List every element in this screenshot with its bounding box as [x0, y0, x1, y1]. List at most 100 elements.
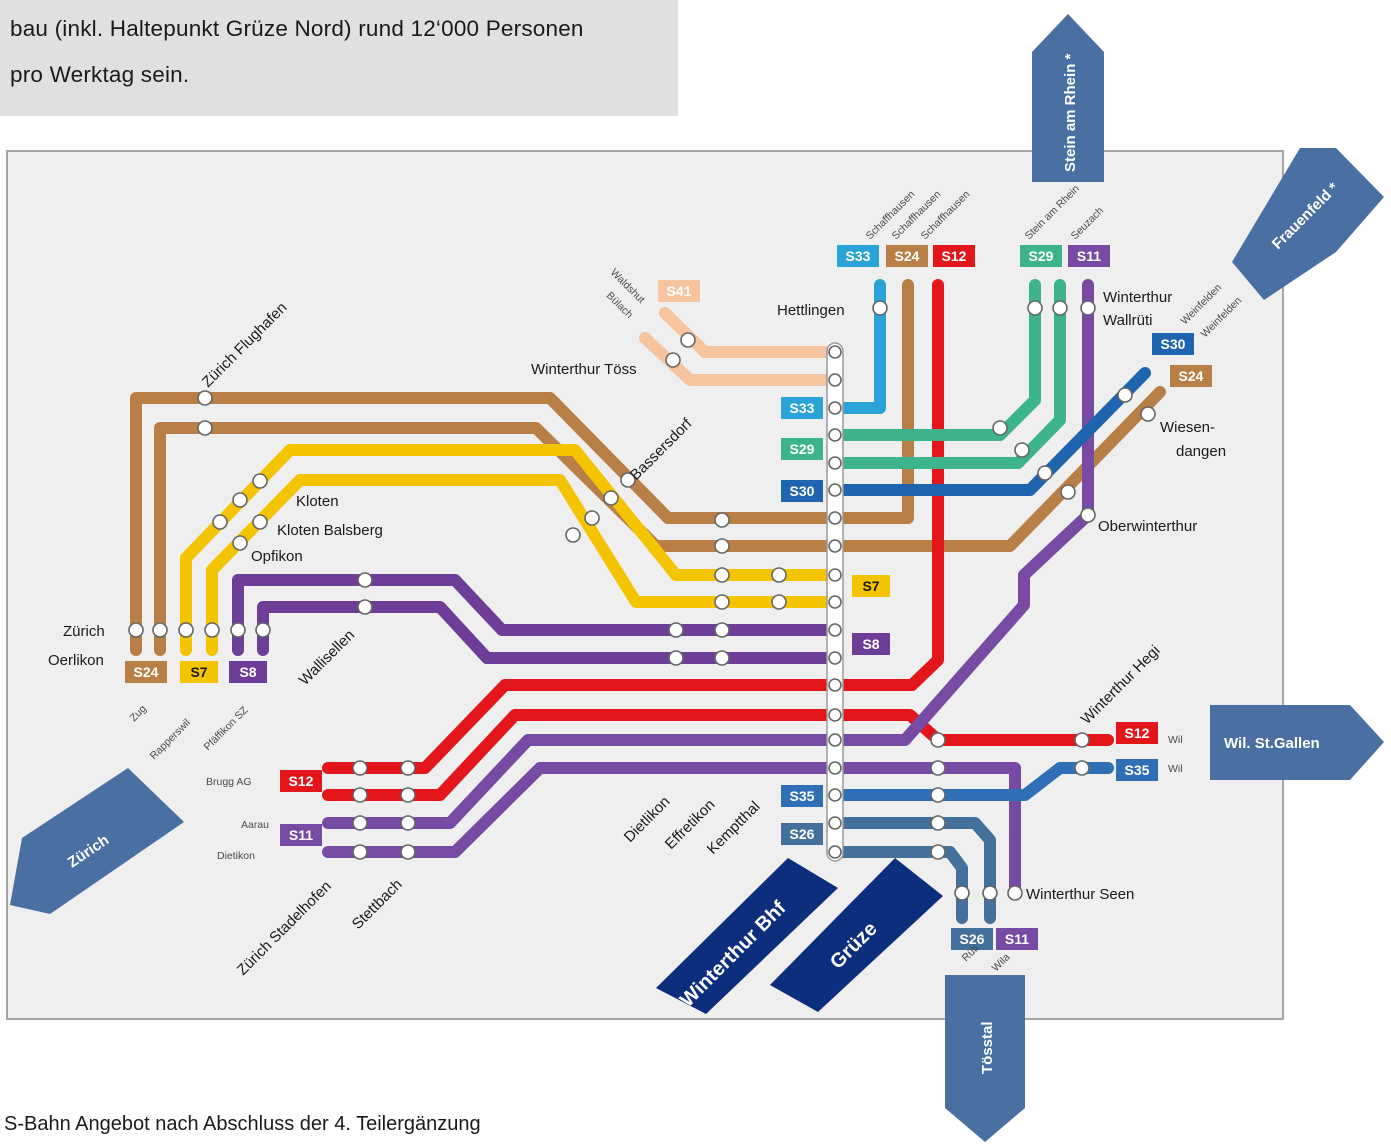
s7-lower-route: [206, 474, 841, 656]
station-dots: [128, 300, 1156, 901]
line-badge-s8: S8: [229, 661, 267, 683]
line-badge-label: S12: [1125, 725, 1150, 741]
station-winterthur-wallrueti-line1: Winterthur: [1103, 289, 1172, 306]
line-badge-s24: S24: [125, 661, 167, 683]
hub-gruze: Grüze: [770, 858, 943, 1012]
line-badge-label: S11: [1077, 248, 1101, 264]
dest-brugg-ag: Brugg AG: [206, 776, 252, 788]
line-badge-label: S12: [289, 773, 314, 789]
line-badge-s11: S11: [1068, 245, 1110, 267]
station-winterthur-wallrueti-line2: Wallrüti: [1103, 312, 1152, 329]
line-badge-s29: S29: [781, 438, 823, 460]
intro-line-1: bau (inkl. Haltepunkt Grüze Nord) rund 1…: [10, 16, 584, 41]
line-badge-label: S11: [289, 827, 313, 843]
line-badge-label: S26: [960, 931, 985, 947]
s29-upper-route: [829, 279, 1041, 441]
line-badge-label: S11: [1005, 931, 1029, 947]
line-badge-label: S8: [239, 664, 256, 680]
line-badge-label: S33: [790, 400, 815, 416]
s8-upper-route: [232, 574, 841, 656]
line-badge-label: S35: [790, 788, 815, 804]
s41-upper-route: [659, 307, 841, 358]
line-badge-s7: S7: [852, 575, 890, 597]
line-badge-label: S24: [134, 664, 159, 680]
station-hettlingen: Hettlingen: [777, 302, 845, 319]
figure-caption: S-Bahn Angebot nach Abschluss der 4. Tei…: [4, 1113, 481, 1135]
arrow-stein-am-rhein: Stein am Rhein *: [1032, 14, 1104, 182]
station-wiesendangen-line1: Wiesen-: [1160, 419, 1215, 436]
s11-west-upper: [322, 279, 1094, 829]
line-badge-s35: S35: [1116, 759, 1158, 781]
station-kloten: Kloten: [296, 493, 339, 510]
dest-wil-s12: Wil: [1168, 734, 1183, 746]
s26-upper-route: [829, 817, 996, 924]
line-badge-s29: S29: [1020, 245, 1062, 267]
dest-pfaeffikon-sz: Pfäffikon SZ: [202, 704, 251, 753]
line-badge-label: S24: [895, 248, 920, 264]
arrow-toesstal-label: Tösstal: [979, 1021, 996, 1074]
line-badge-label: S30: [1161, 336, 1186, 352]
line-badge-label: S7: [190, 664, 207, 680]
s12-west-lower: [322, 709, 1114, 801]
line-badge-s24: S24: [886, 245, 928, 267]
line-badge-s26: S26: [951, 928, 993, 950]
arrow-frauenfeld: Frauenfeld *: [1232, 148, 1384, 300]
line-badge-s33: S33: [837, 245, 879, 267]
line-s41: [639, 307, 841, 386]
dest-wil-s35: Wil: [1168, 763, 1183, 775]
hub-labels: Winterthur Bhf Grüze: [656, 858, 943, 1014]
line-badge-label: S24: [1179, 368, 1204, 384]
arrow-zurich: Zürich: [10, 768, 184, 914]
s7-upper-route: [180, 444, 841, 656]
line-badge-s8: S8: [852, 633, 890, 655]
direction-arrows: Stein am Rhein * Frauenfeld * Wil. St.Ga…: [10, 14, 1384, 1142]
dest-dietikon: Dietikon: [217, 850, 255, 862]
line-badge-label: S7: [862, 578, 879, 594]
s41-lower-route: [639, 332, 841, 386]
line-s30: [829, 367, 1151, 496]
line-badge-s12: S12: [933, 245, 975, 267]
line-badge-label: S30: [790, 483, 815, 499]
network-map-panel: [6, 150, 1284, 1020]
station-zurich-oerlikon-line2: Oerlikon: [48, 652, 104, 669]
line-badge-label: S41: [667, 283, 692, 299]
s8-lower-route: [257, 601, 841, 664]
station-zurich-oerlikon-line1: Zürich: [63, 623, 105, 640]
line-s33: [829, 279, 886, 414]
station-winterthur-hegi: Winterthur Hegi: [1078, 642, 1164, 728]
line-badge-label: S12: [942, 248, 967, 264]
station-oberwinterthur: Oberwinterthur: [1098, 518, 1197, 535]
s24-lower-route: [154, 386, 1166, 656]
line-badge-s24: S24: [1170, 365, 1212, 387]
arrow-stein-am-rhein-label: Stein am Rhein *: [1062, 53, 1079, 172]
line-badge-s30: S30: [781, 480, 823, 502]
station-zurich-stadelhofen: Zürich Stadelhofen: [234, 878, 335, 979]
arrow-toesstal: Tösstal: [945, 975, 1025, 1142]
line-badge-s26: S26: [781, 823, 823, 845]
line-badge-s33: S33: [781, 397, 823, 419]
station-kloten-balsberg: Kloten Balsberg: [277, 522, 383, 539]
dest-zug: Zug: [128, 703, 149, 724]
line-badge-s41: S41: [658, 280, 700, 302]
line-badge-label: S8: [862, 636, 879, 652]
station-bassersdorf: Bassersdorf: [627, 415, 696, 484]
station-opfikon: Opfikon: [251, 548, 303, 565]
line-badge-s30: S30: [1152, 333, 1194, 355]
station-winterthur-toess: Winterthur Töss: [531, 361, 637, 378]
station-zurich-flughafen: Zürich Flughafen: [199, 299, 291, 391]
station-wiesendangen-line2: dangen: [1176, 443, 1226, 460]
s24-upper-route: [130, 279, 914, 656]
line-s8: [232, 574, 841, 664]
line-s7: [180, 444, 841, 656]
intro-text-box: bau (inkl. Haltepunkt Grüze Nord) rund 1…: [0, 0, 678, 116]
line-badge-s12: S12: [1116, 722, 1158, 744]
dest-seuzach-s11: Seuzach: [1069, 205, 1106, 242]
line-s29: [829, 279, 1066, 469]
arrow-wil-st-gallen-label: Wil. St.Gallen: [1224, 735, 1320, 752]
dest-aarau: Aarau: [241, 819, 269, 831]
line-badge-label: S29: [790, 441, 815, 457]
intro-line-2: pro Werktag sein.: [10, 62, 190, 87]
station-stettbach: Stettbach: [349, 876, 406, 933]
